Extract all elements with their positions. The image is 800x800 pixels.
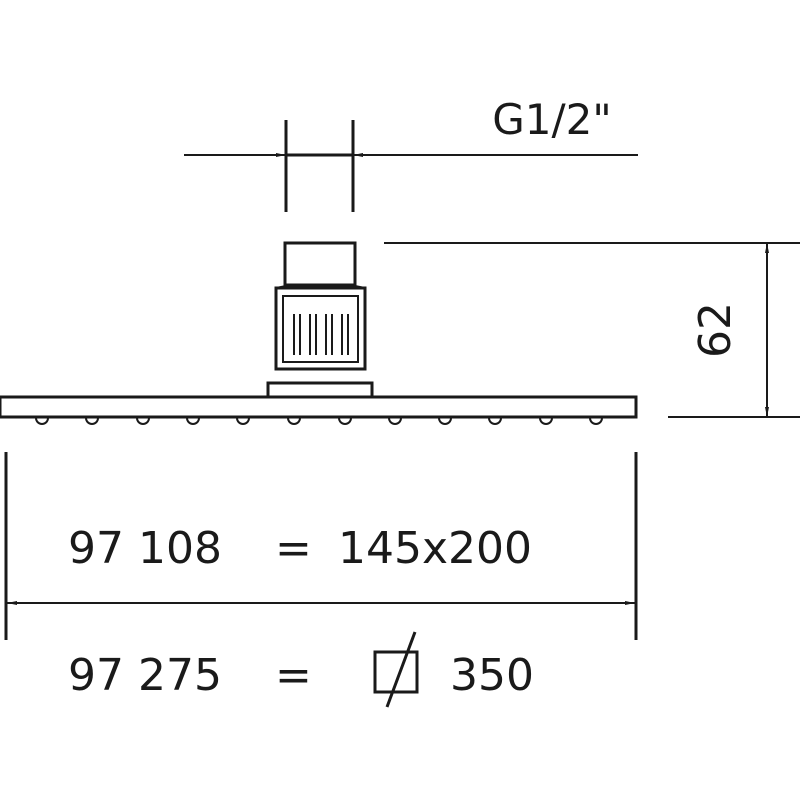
height-label: 62 [690, 302, 741, 358]
fitting-base [266, 381, 374, 399]
shower-head-body [0, 395, 638, 419]
model-row-1: 97 108 = 145x200 [68, 523, 532, 574]
width-dimension [4, 452, 638, 640]
model-diameter: 350 [450, 650, 534, 701]
equals-sign: = [275, 523, 312, 574]
equals-sign: = [275, 650, 312, 701]
thread-dimension: G1/2" [184, 95, 638, 212]
model-code: 97 108 [68, 523, 222, 574]
shower-head-plate [0, 395, 638, 425]
model-size: 145x200 [338, 523, 532, 574]
fitting-top-block [283, 241, 357, 287]
shower-arm-fitting [266, 241, 374, 399]
thread-label: G1/2" [492, 95, 611, 144]
model-code: 97 275 [68, 650, 222, 701]
model-row-2: 97 275 = 350 [68, 631, 534, 708]
fitting-nut [274, 286, 367, 371]
shower-nozzles [35, 417, 603, 425]
height-dimension: 62 [384, 242, 800, 418]
fitting-knurling [293, 314, 349, 355]
diameter-icon [373, 631, 419, 708]
fitting-nut-inner [282, 295, 359, 363]
